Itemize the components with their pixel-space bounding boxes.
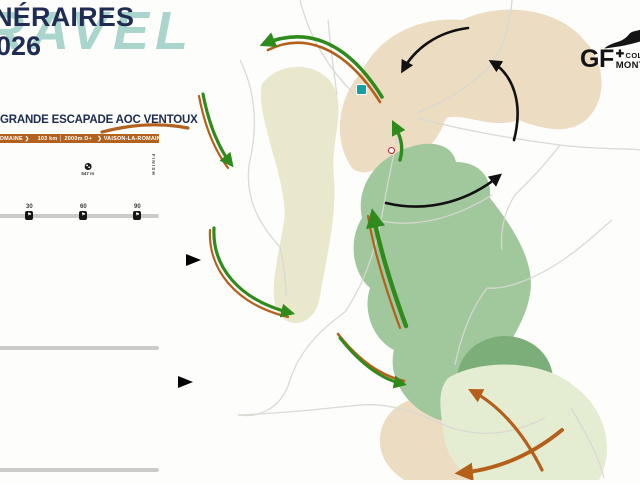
distance-bar bbox=[0, 468, 159, 472]
title-block: GRAVEL ITINÉRAIRES 2026 bbox=[0, 0, 243, 90]
cross-icon: ✚ bbox=[616, 50, 625, 60]
logo-gf-text: GF bbox=[580, 48, 614, 71]
km-flag-icon: ⚑ bbox=[25, 211, 33, 220]
route-arrow-swoosh bbox=[96, 251, 206, 269]
distance-axis bbox=[0, 458, 159, 480]
routes-panel: GRAVEL ITINÉRAIRES 2026 GRANDE ESCAPADE … bbox=[0, 0, 159, 480]
banner-stats: 103 km │ 2000m D+ bbox=[32, 136, 97, 142]
peak-marker: 547 m bbox=[81, 163, 94, 176]
banner-start: VAISON-LA-ROMAINE ❯ bbox=[0, 136, 32, 142]
km-flag-icon: ⚑ bbox=[79, 211, 87, 220]
peak-altitude: 547 m bbox=[81, 171, 94, 176]
elevation-profile: 547 m FINISH bbox=[0, 146, 159, 202]
route-card-virade-romaine bbox=[0, 366, 159, 484]
start-point-icon bbox=[356, 84, 367, 95]
logo-line1: COLLINES bbox=[626, 51, 640, 60]
km-marker-label: 90 bbox=[134, 204, 141, 210]
route-card-dentelles bbox=[0, 244, 159, 362]
distance-axis: 30 60 90 ⚑ ⚑ ⚑ bbox=[0, 204, 159, 226]
elevation-profile bbox=[0, 278, 159, 334]
km-marker-label: 60 bbox=[80, 204, 87, 210]
page-title: ITINÉRAIRES bbox=[0, 2, 134, 33]
distance-bar bbox=[0, 346, 159, 350]
km-flag-icon: ⚑ bbox=[133, 211, 141, 220]
kom-icon bbox=[84, 163, 91, 170]
logo-line2: MONT VENTOUX bbox=[616, 60, 640, 71]
elevation-profile bbox=[0, 400, 159, 456]
distance-axis bbox=[0, 336, 159, 358]
route-title: GRANDE ESCAPADE AOC VENTOUX bbox=[0, 114, 198, 126]
route-arrow-swoosh bbox=[88, 373, 198, 391]
finish-label: FINISH bbox=[151, 154, 156, 176]
route-card-grande-escapade: GRANDE ESCAPADE AOC VENTOUX VAISON-LA-RO… bbox=[0, 112, 159, 230]
page-title-year: 2026 bbox=[0, 31, 41, 62]
finish-point-icon bbox=[388, 147, 395, 154]
distance-bar: ⚑ ⚑ ⚑ bbox=[0, 214, 159, 218]
km-marker-label: 30 bbox=[26, 204, 33, 210]
event-logo: GF ✚ COLLINES MONT VENTOUX bbox=[580, 18, 640, 71]
